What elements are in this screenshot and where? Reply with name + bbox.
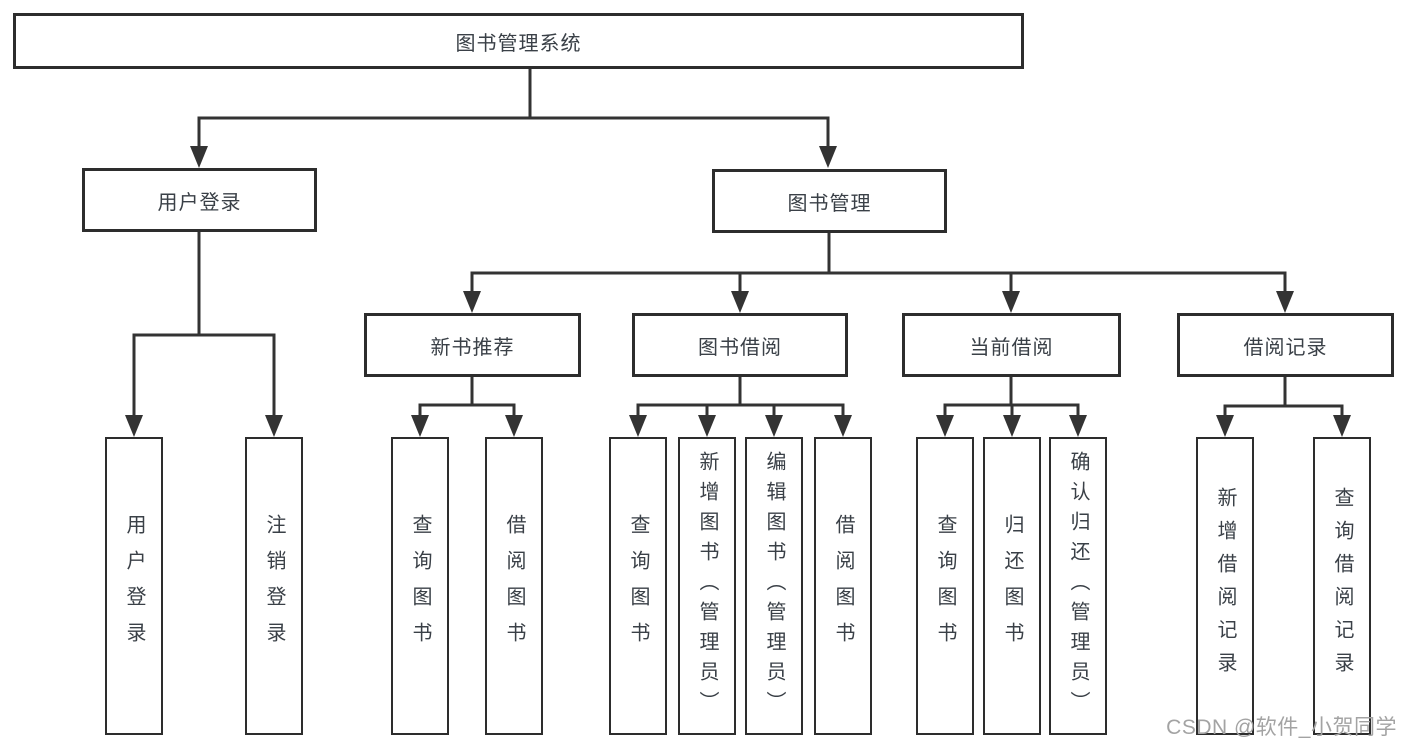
node-leaf-edit-books-admin: 编辑图书（管理员） — [745, 437, 803, 735]
connector-book-borrowing-to-leaves — [629, 375, 852, 437]
node-user-login: 用户登录 — [82, 168, 317, 232]
connector-borrowing-records-to-leaves — [1216, 375, 1351, 437]
node-root-library-management-system: 图书管理系统 — [13, 13, 1024, 69]
node-leaf-return-books: 归还图书 — [983, 437, 1041, 735]
connector-book-management-to-level2 — [463, 231, 1294, 313]
node-label: 借阅图书 — [832, 514, 854, 658]
node-leaf-borrow-books-recommend: 借阅图书 — [485, 437, 543, 735]
node-label: 编辑图书（管理员） — [763, 451, 785, 721]
node-leaf-borrow-books-borrowing: 借阅图书 — [814, 437, 872, 735]
node-current-borrowing: 当前借阅 — [902, 313, 1121, 377]
csdn-watermark: CSDN @软件_小贺同学 — [1166, 716, 1397, 739]
node-label: 查询图书 — [409, 514, 431, 658]
node-label: 注销登录 — [263, 514, 285, 658]
node-label: 归还图书 — [1001, 514, 1023, 658]
node-leaf-add-borrow-record: 新增借阅记录 — [1196, 437, 1254, 735]
node-label: 查询图书 — [934, 514, 956, 658]
node-label: 确认归还（管理员） — [1067, 451, 1089, 721]
node-leaf-query-books-borrowing: 查询图书 — [609, 437, 667, 735]
node-book-borrowing: 图书借阅 — [632, 313, 848, 377]
node-label: 用户登录 — [123, 514, 145, 658]
node-leaf-logout: 注销登录 — [245, 437, 303, 735]
connector-current-borrowing-to-leaves — [936, 375, 1087, 437]
node-new-book-recommend: 新书推荐 — [364, 313, 581, 377]
connector-new-book-recommend-to-leaves — [411, 375, 523, 437]
node-leaf-query-books-recommend: 查询图书 — [391, 437, 449, 735]
node-leaf-confirm-return-admin: 确认归还（管理员） — [1049, 437, 1107, 735]
node-label: 查询借阅记录 — [1331, 487, 1353, 685]
node-leaf-query-borrow-record: 查询借阅记录 — [1313, 437, 1371, 735]
connector-root-to-level1 — [190, 67, 837, 168]
node-label: 查询图书 — [627, 514, 649, 658]
node-leaf-query-books-current: 查询图书 — [916, 437, 974, 735]
node-label: 新增借阅记录 — [1214, 487, 1236, 685]
node-book-management: 图书管理 — [712, 169, 947, 233]
node-label: 新增图书（管理员） — [696, 451, 718, 721]
node-label: 借阅图书 — [503, 514, 525, 658]
node-borrowing-records: 借阅记录 — [1177, 313, 1394, 377]
node-leaf-add-books-admin: 新增图书（管理员） — [678, 437, 736, 735]
connector-user-login-to-leaves — [125, 230, 283, 437]
node-leaf-user-login: 用户登录 — [105, 437, 163, 735]
